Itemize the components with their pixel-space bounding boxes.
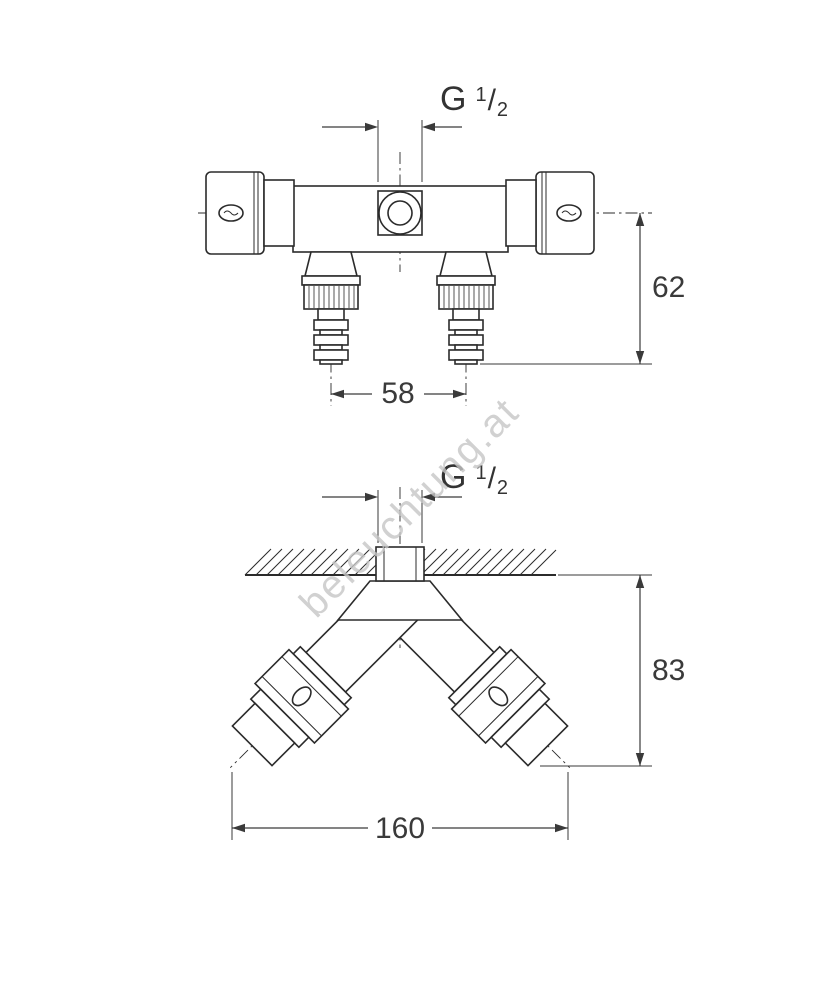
front-spacing-dimension [331, 389, 466, 399]
front-height-dimension [480, 213, 652, 365]
thread-slash: / [487, 462, 496, 495]
thread-slash: / [487, 84, 496, 117]
dimension-62: 62 [652, 271, 686, 304]
thread-numerator: 1 [475, 462, 487, 484]
front-right-handle [505, 171, 595, 255]
front-thread-dimension [322, 120, 462, 182]
side-thread-dimension [322, 490, 462, 543]
front-left-outlet [301, 251, 361, 365]
thread-denominator: 2 [496, 477, 509, 499]
thread-denominator: 2 [496, 99, 509, 121]
dimension-83: 83 [652, 654, 686, 687]
side-wall-nut [375, 546, 425, 582]
front-right-outlet [436, 251, 496, 365]
side-width-dimension [231, 772, 569, 840]
front-left-handle [205, 171, 295, 255]
thread-prefix: G [440, 80, 467, 118]
thread-numerator: 1 [475, 84, 487, 106]
dimension-58: 58 [381, 377, 415, 410]
side-view [229, 487, 652, 840]
thread-prefix: G [440, 458, 467, 496]
front-view [198, 120, 652, 406]
dimension-160: 160 [374, 812, 426, 845]
front-thread-boss [377, 190, 423, 236]
side-depth-dimension [540, 574, 652, 767]
